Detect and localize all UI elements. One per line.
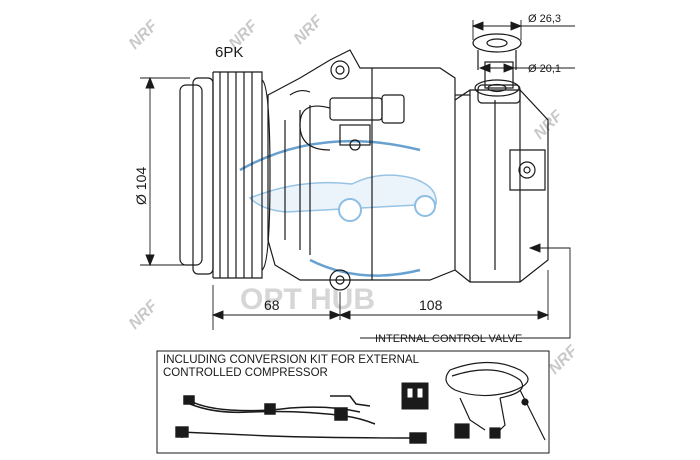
svg-text:NRF: NRF	[531, 107, 567, 143]
svg-text:NRF: NRF	[126, 297, 162, 333]
dimension-lines	[140, 20, 575, 339]
fuse-wire-set	[445, 361, 546, 441]
watermark-nrf-4: NRF	[531, 107, 567, 143]
watermark-nrf-6: NRF	[546, 342, 582, 378]
outer-diameter-label: Ø 26,3	[528, 13, 561, 25]
pulley	[179, 71, 271, 279]
svg-text:NRF: NRF	[126, 17, 162, 53]
kit-text-line2: CONTROLLED COMPRESSOR	[163, 367, 328, 379]
inner-diameter-label: Ø 20,1	[528, 63, 561, 75]
port-fittings	[472, 33, 522, 97]
watermark-nrf-1: NRF	[126, 17, 162, 53]
dim-68-label: 68	[264, 297, 280, 313]
pulley-diameter-label: Ø 104	[133, 167, 149, 205]
compressor-body	[267, 49, 549, 291]
cable-tie	[175, 426, 427, 444]
svg-text:NRF: NRF	[291, 12, 327, 48]
car-logo	[239, 139, 437, 277]
watermark-nrf-3: NRF	[291, 12, 327, 48]
watermark-nrf-5: NRF	[126, 297, 162, 333]
dim-108-label: 108	[419, 297, 443, 313]
control-valve-label: INTERNAL CONTROL VALVE	[375, 333, 522, 345]
belt-label: 6PK	[215, 44, 243, 61]
wiring-harness	[183, 395, 376, 425]
kit-text-line1: INCLUDING CONVERSION KIT FOR EXTERNAL	[163, 354, 420, 366]
svg-text:NRF: NRF	[546, 342, 582, 378]
kit-box	[156, 350, 550, 454]
relay-connector	[401, 382, 429, 410]
watermark-center-text: OPT HUB	[240, 283, 375, 316]
